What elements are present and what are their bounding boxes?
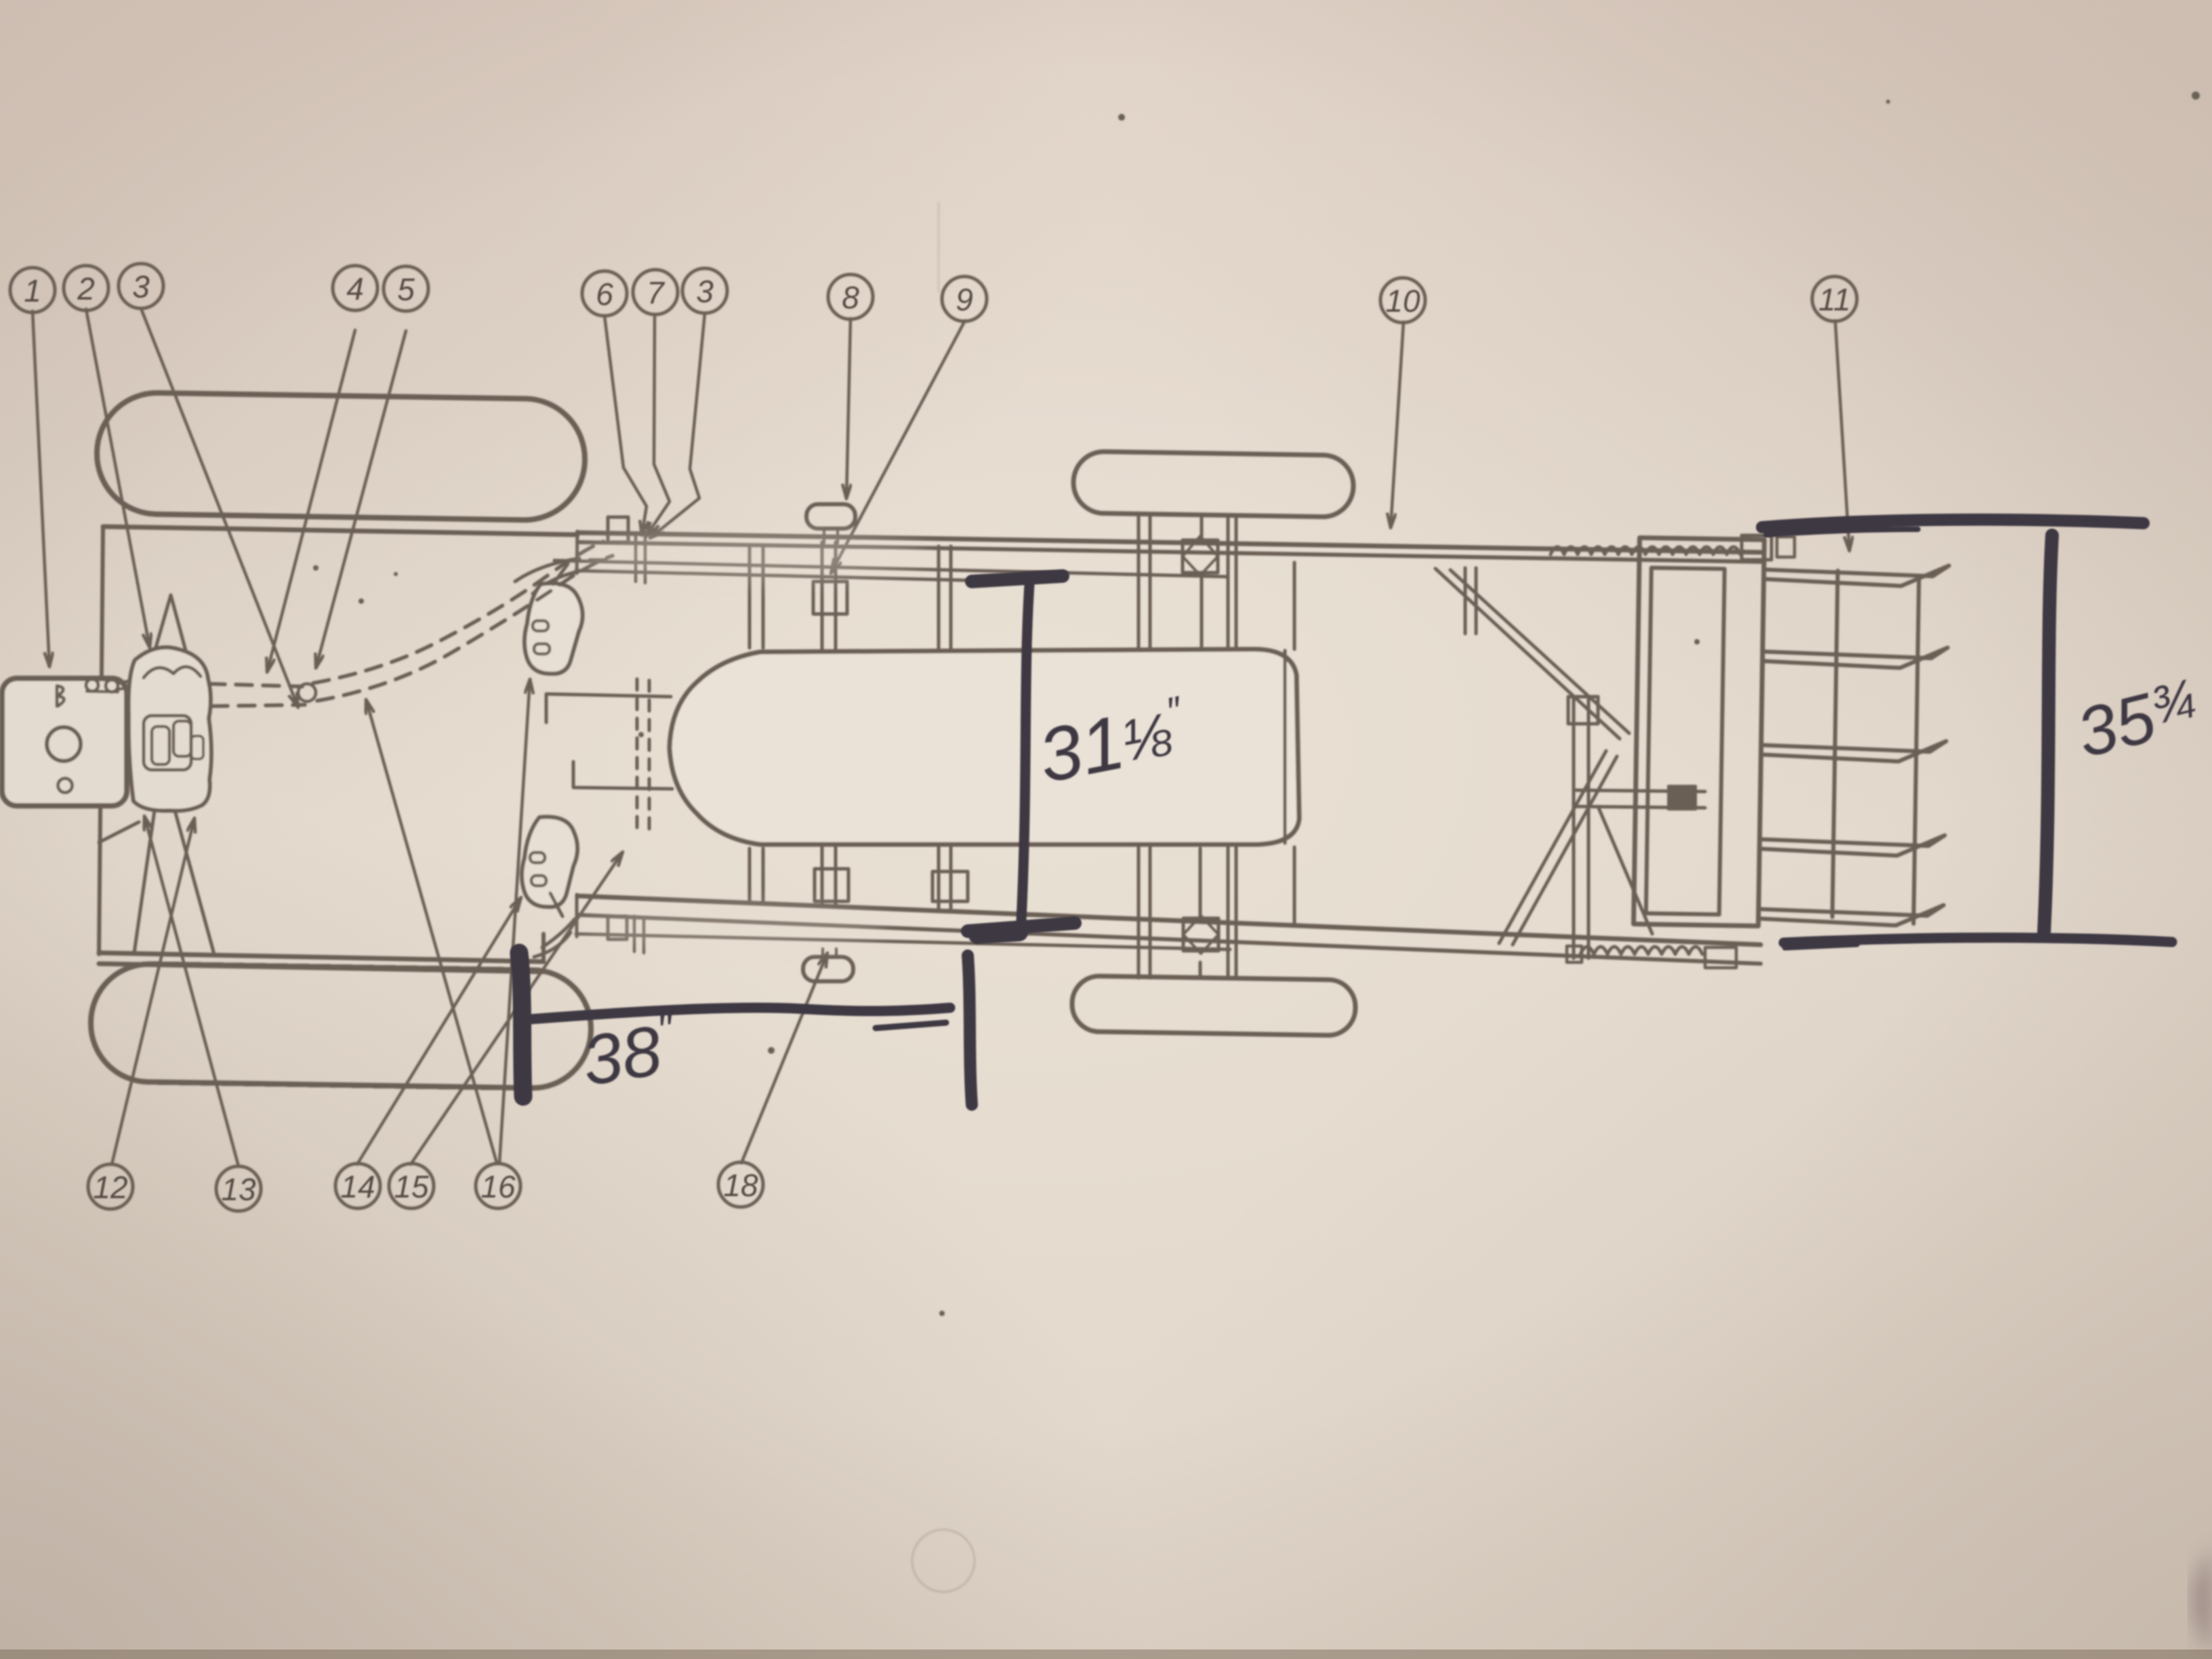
svg-text:6: 6 — [596, 276, 613, 312]
svg-text:15: 15 — [394, 1169, 429, 1204]
svg-text:2: 2 — [77, 271, 95, 306]
svg-text:3: 3 — [132, 269, 150, 304]
svg-text:18: 18 — [723, 1168, 758, 1203]
svg-text:16: 16 — [480, 1169, 516, 1204]
svg-text:8: 8 — [842, 280, 859, 315]
svg-text:10: 10 — [1385, 283, 1420, 319]
svg-text:11: 11 — [1818, 282, 1851, 317]
svg-text:5: 5 — [397, 272, 415, 307]
svg-text:14: 14 — [340, 1169, 375, 1204]
svg-text:3: 3 — [696, 274, 714, 309]
svg-text:9: 9 — [956, 282, 973, 317]
svg-text:12: 12 — [93, 1170, 127, 1205]
svg-text:7: 7 — [647, 275, 665, 310]
svg-text:1: 1 — [24, 273, 41, 308]
svg-text:4: 4 — [346, 271, 364, 306]
svg-text:13: 13 — [221, 1172, 256, 1207]
